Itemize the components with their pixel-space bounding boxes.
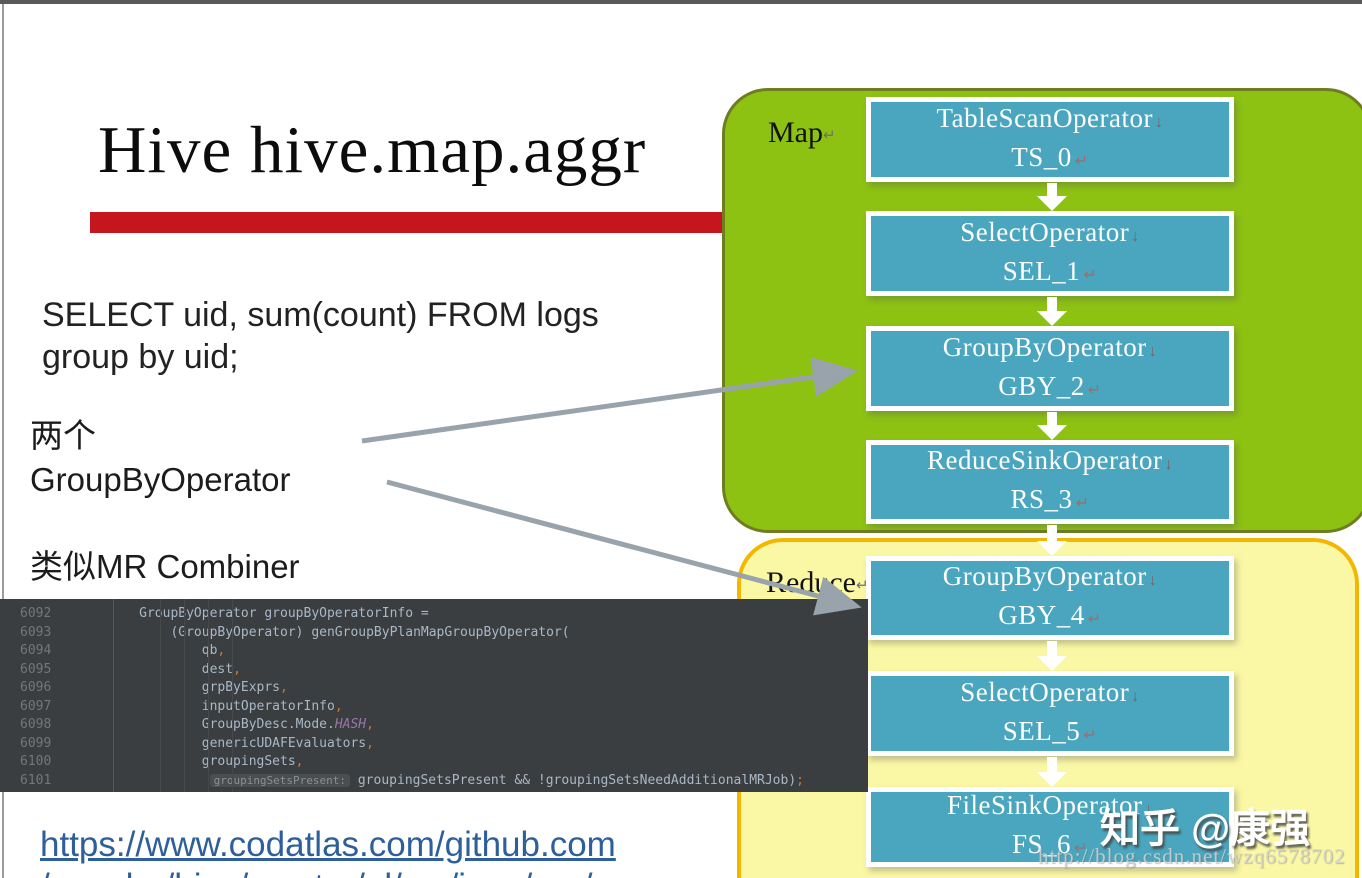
source-link-block: https://www.codatlas.com/github.com /apa… — [40, 824, 616, 878]
return-mark: ↵ — [823, 128, 836, 144]
slide-left-edge — [2, 4, 4, 878]
indent-guide — [208, 599, 209, 792]
return-mark: ↵ — [1083, 726, 1098, 744]
return-mark: ↵ — [1083, 266, 1098, 284]
code-line: 6097 inputOperatorInfo, — [0, 698, 868, 717]
linebreak-mark: ↓ — [1148, 572, 1158, 589]
code-line: 6099 genericUDAFEvaluators, — [0, 735, 868, 754]
line-number: 6102 — [0, 790, 86, 792]
line-number: 6093 — [20, 624, 52, 640]
return-mark: ↵ — [855, 578, 869, 594]
linebreak-mark: ↓ — [1148, 342, 1158, 360]
zhihu-watermark: 知乎 @康强 — [1100, 807, 1311, 851]
code-editor-lines: 6092 GroupByOperator groupByOperatorInfo… — [0, 605, 868, 792]
down-arrow-icon — [1037, 297, 1067, 326]
linebreak-mark: ↓ — [1155, 113, 1164, 131]
line-number: 6092 — [20, 606, 52, 621]
code-line: 6098 GroupByDesc.Mode.HASH, — [0, 716, 868, 735]
code-line: 6096 grpByExprs, — [0, 679, 868, 698]
return-mark: ↵ — [1087, 611, 1102, 628]
code-line: 6092 GroupByOperator groupByOperatorInfo… — [0, 605, 868, 624]
title-underline-bar — [90, 212, 722, 233]
flow-node-filesink: FileSinkOperator↓ FS_6↵ — [866, 787, 1234, 867]
indent-guide — [184, 599, 185, 792]
reduce-label: Reduce↵ — [766, 566, 869, 599]
note-mr-combiner: 类似MR Combiner — [30, 548, 300, 585]
down-arrow-icon — [1037, 641, 1067, 671]
down-arrow-icon — [1037, 757, 1067, 787]
down-arrow-icon — [1037, 525, 1067, 556]
code-line: 6094 qb, — [0, 642, 868, 661]
linebreak-mark: ↓ — [1144, 801, 1153, 818]
csdn-watermark: http://blog.csdn.net/wzq6578702 — [1038, 844, 1346, 868]
flow-node-tablescan: TableScanOperator↓ TS_0↵ — [866, 97, 1234, 182]
line-number: 6097 — [20, 698, 52, 714]
return-mark: ↵ — [1087, 381, 1102, 399]
return-mark: ↵ — [1075, 495, 1090, 512]
line-number: 6094 — [20, 643, 52, 658]
line-number: 6101 — [20, 772, 52, 788]
gutter-separator — [113, 599, 114, 792]
indent-guide — [160, 599, 161, 792]
code-line: 6095 dest, — [0, 661, 868, 680]
linebreak-mark: ↓ — [1131, 227, 1140, 245]
down-arrow-icon — [1037, 183, 1067, 211]
linebreak-mark: ↓ — [1164, 456, 1173, 473]
flow-node-groupby-2: GroupByOperator↓ GBY_2↵ — [866, 326, 1234, 411]
codatlas-link[interactable]: https://www.codatlas.com/github.com — [40, 825, 616, 864]
line-number: 6098 — [20, 717, 52, 732]
line-number: 6096 — [20, 680, 52, 695]
return-mark: ↵ — [1074, 840, 1088, 857]
codatlas-link-line2[interactable]: /apache/hive/master/ql/src/java/org/ — [40, 867, 592, 878]
code-line: 6093 (GroupByOperator) genGroupByPlanMap… — [0, 624, 868, 643]
window-top-edge — [0, 0, 1362, 4]
map-label: Map↵ — [768, 116, 836, 149]
down-arrow-icon — [1037, 412, 1067, 440]
code-line: 6101 groupingSetsPresent: groupingSetsPr… — [0, 772, 868, 791]
line-number: 6095 — [20, 661, 52, 677]
flow-node-groupby-4: GroupByOperator↓ GBY_4↵ — [866, 556, 1234, 640]
code-line: 6100 groupingSets, — [0, 753, 868, 772]
code-editor-panel: 6092 GroupByOperator groupByOperatorInfo… — [0, 599, 868, 792]
page-title: Hive hive.map.aggr — [98, 113, 647, 187]
indent-guide — [232, 599, 233, 792]
flow-node-select-5: SelectOperator↓ SEL_5↵ — [866, 671, 1234, 756]
return-mark: ↵ — [1074, 152, 1089, 170]
flow-node-select-1: SelectOperator↓ SEL_1↵ — [866, 211, 1234, 296]
flow-node-reducesink: ReduceSinkOperator↓ RS_3↵ — [866, 440, 1234, 524]
line-number: 6099 — [20, 735, 52, 751]
code-line: 6102 — [0, 790, 868, 792]
linebreak-mark: ↓ — [1131, 687, 1140, 705]
line-number: 6100 — [20, 754, 52, 769]
